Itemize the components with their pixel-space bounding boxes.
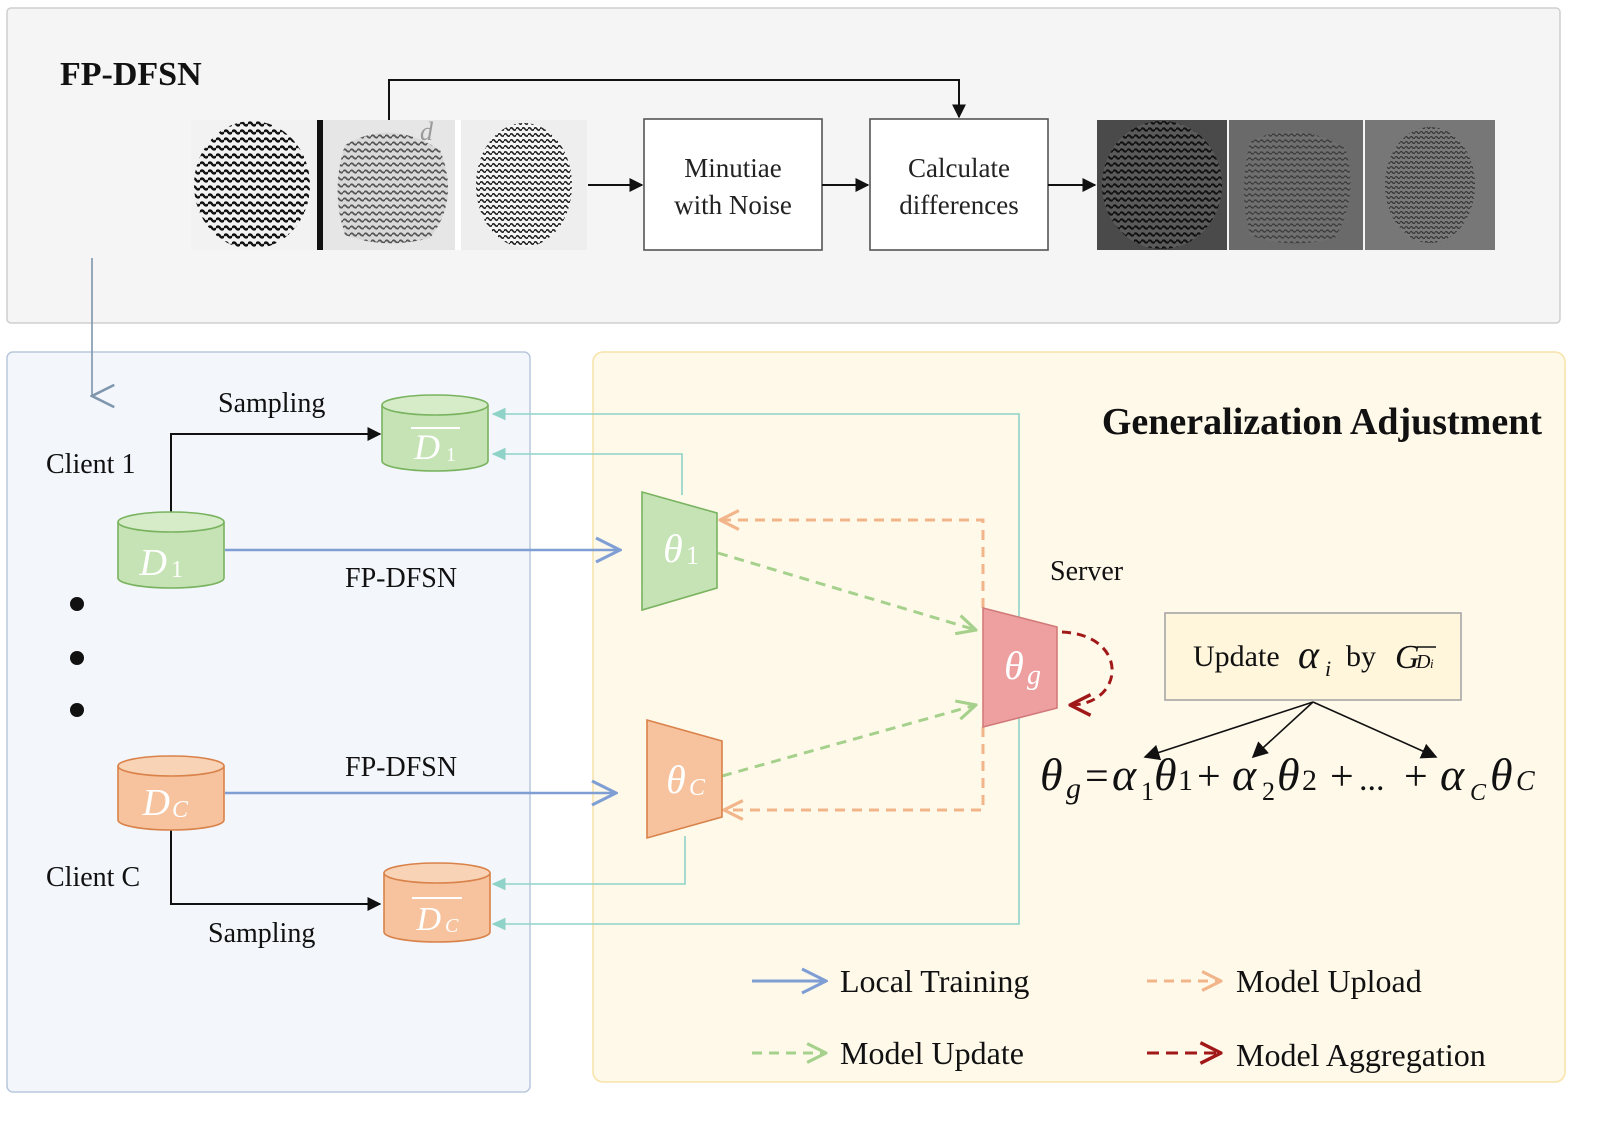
svg-text:G: G: [1395, 639, 1420, 676]
server-panel: [592, 351, 1566, 1083]
arrow-model-update-thetaC: [721, 705, 976, 778]
svg-text:...: ...: [1359, 761, 1385, 798]
database-D1-sampled: D 1: [381, 394, 489, 472]
arrow-model-aggregation-loop: [1061, 630, 1114, 705]
teal-feedback-theta1: [491, 447, 683, 495]
calculate-label-line1: Calculate: [908, 153, 1010, 183]
minutiae-noise-box: [643, 118, 823, 251]
database-D1: D 1: [117, 511, 225, 589]
svg-text:1: 1: [1141, 777, 1154, 806]
sampling-top-label: Sampling: [218, 388, 325, 419]
svg-text:θ: θ: [1154, 749, 1177, 800]
svg-text:2: 2: [1302, 764, 1317, 797]
aggregation-formula: θ g = α 1 θ 1 + α 2 θ 2 + ... + α C θ C: [1040, 749, 1535, 806]
svg-text:C: C: [1516, 766, 1535, 797]
fpdfsn-top-label: FP-DFSN: [345, 563, 457, 594]
svg-text:θ: θ: [1277, 749, 1300, 800]
legend-label-model-aggregation: Model Aggregation: [1236, 1037, 1486, 1073]
ellipsis-dot-2: [70, 651, 84, 665]
top-panel-title: FP-DFSN: [60, 56, 202, 93]
svg-text:θ: θ: [1004, 643, 1024, 688]
svg-text:θ: θ: [1040, 749, 1063, 800]
svg-text:1: 1: [446, 444, 456, 466]
svg-text:+: +: [1404, 754, 1428, 800]
arrow-model-upload-theta1: [720, 520, 985, 608]
teal-feedback-thetaC: [491, 836, 686, 891]
legend-label-model-upload: Model Upload: [1236, 963, 1422, 999]
arrow-model-upload-thetaC: [724, 727, 985, 810]
server-panel-title: Generalization Adjustment: [1102, 401, 1542, 443]
fpdfsn-bottom-label: FP-DFSN: [345, 752, 457, 783]
svg-text:θ: θ: [663, 526, 683, 571]
svg-text:D: D: [1415, 651, 1431, 673]
minutiae-label-line2: with Noise: [674, 190, 792, 220]
svg-text:α: α: [1112, 749, 1137, 800]
arrow-model-update-theta1: [717, 551, 976, 630]
update-alpha-text: Update α i by G D i: [1193, 632, 1436, 681]
svg-text:+: +: [1197, 754, 1221, 800]
database-DC-sampled: D C: [383, 862, 491, 943]
sampling-bottom-label: Sampling: [208, 918, 315, 949]
svg-text:i: i: [1430, 656, 1434, 671]
svg-text:d: d: [420, 117, 434, 146]
svg-text:1: 1: [1178, 764, 1193, 797]
svg-text:1: 1: [171, 557, 183, 583]
legend-label-local-training: Local Training: [840, 963, 1029, 999]
svg-text:=: =: [1085, 754, 1109, 800]
database-DC: D C: [117, 755, 225, 831]
arrow-update-to-alpha2: [1251, 701, 1314, 759]
svg-text:g: g: [1066, 772, 1081, 805]
svg-text:θ: θ: [1490, 749, 1513, 800]
model-thetaC: θ C: [646, 718, 723, 840]
server-label: Server: [1050, 556, 1124, 587]
svg-text:C: C: [689, 775, 706, 801]
input-fingerprint-images: d: [191, 117, 587, 250]
svg-text:D: D: [139, 542, 167, 584]
arrow-bypass-to-calculate: [388, 79, 966, 120]
arrow-sampling-client1: [170, 427, 382, 515]
model-thetag: θ g: [982, 606, 1058, 729]
svg-text:C: C: [172, 797, 189, 823]
svg-text:D: D: [413, 427, 440, 467]
svg-text:C: C: [445, 915, 459, 937]
svg-text:Update: Update: [1193, 640, 1280, 673]
svg-text:2: 2: [1262, 777, 1275, 806]
teal-feedback-outer-c: [491, 726, 1020, 931]
calculate-differences-box: [869, 118, 1049, 251]
update-alpha-box: [1164, 612, 1462, 701]
arrow-update-to-alphaC: [1312, 701, 1438, 759]
ellipsis-dot-1: [70, 597, 84, 611]
svg-text:α: α: [1232, 749, 1257, 800]
svg-text:α: α: [1298, 632, 1320, 677]
legend: Local Training Model Upload Model Update…: [752, 963, 1486, 1073]
svg-text:α: α: [1440, 749, 1465, 800]
svg-text:by: by: [1346, 640, 1376, 673]
arrow-sampling-clientC: [170, 830, 382, 911]
minutiae-label-line1: Minutiae: [684, 153, 781, 183]
svg-text:θ: θ: [666, 757, 686, 802]
model-theta1: θ 1: [641, 490, 718, 612]
svg-text:D: D: [415, 901, 441, 938]
client1-label: Client 1: [46, 449, 135, 480]
svg-text:1: 1: [686, 541, 699, 570]
svg-text:i: i: [1325, 656, 1331, 681]
legend-label-model-update: Model Update: [840, 1035, 1024, 1071]
ellipsis-dot-3: [70, 703, 84, 717]
svg-text:C: C: [1470, 780, 1487, 806]
svg-text:D: D: [142, 782, 170, 824]
clientC-label: Client C: [46, 862, 140, 893]
arrow-update-to-alpha1: [1143, 701, 1314, 761]
calculate-label-line2: differences: [899, 190, 1018, 220]
svg-text:g: g: [1027, 660, 1041, 691]
output-fingerprint-images: [1097, 120, 1495, 250]
svg-text:+: +: [1330, 754, 1354, 800]
